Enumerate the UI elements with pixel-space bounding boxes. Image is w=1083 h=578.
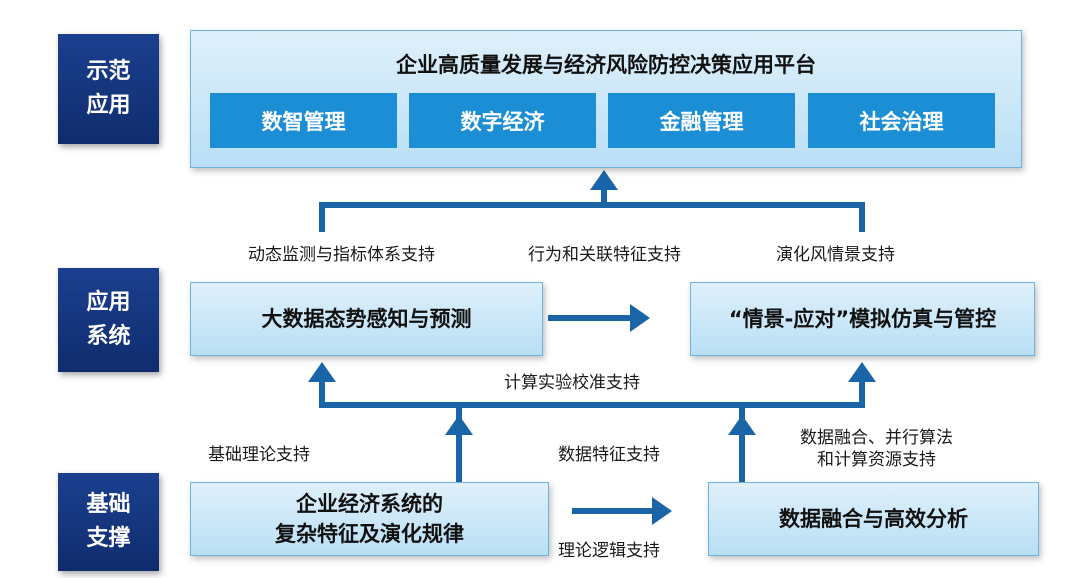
arrowhead-system-horizontal [630,304,650,332]
label-data-features-support: 数据特征支持 [558,445,660,465]
label-behavior-support: 行为和关联特征支持 [528,245,681,265]
foundation-box-complexity-line1: 企业经济系统的 [296,492,443,516]
connector-system-to-platform [319,202,865,232]
layer-tag-system-line1: 应用 [86,290,131,315]
arrowhead-foundation-horizontal [652,497,672,525]
module-social-governance: 社会治理 [808,93,995,148]
arrowhead-left-stem [445,415,473,435]
system-box-simulation: “情景-应对”模拟仿真与管控 [690,282,1035,356]
arrowhead-system-left [308,362,336,382]
layer-tag-application-line1: 示范 [86,59,131,84]
label-scenario-support: 演化风情景支持 [776,245,895,265]
layer-tag-foundation-line2: 支撑 [86,526,131,551]
label-logic-support: 理论逻辑支持 [558,541,660,561]
layer-tag-application-line2: 应用 [86,93,131,118]
layer-tag-application: 示范 应用 [58,34,159,144]
foundation-box-complexity-line2: 复杂特征及演化规律 [275,522,464,546]
layer-tag-system-line2: 系统 [86,324,131,349]
layer-tag-foundation-line1: 基础 [86,492,131,517]
system-box-perception: 大数据态势感知与预测 [190,282,543,356]
label-calibration-support: 计算实验校准支持 [504,373,640,393]
arrowhead-platform [590,170,618,190]
label-monitoring-support: 动态监测与指标体系支持 [248,245,435,265]
platform-title: 企业高质量发展与经济风险防控决策应用平台 [396,53,816,77]
label-fusion-support: 数据融合、并行算法 和计算资源支持 [800,427,953,471]
foundation-box-complexity: 企业经济系统的 复杂特征及演化规律 [190,482,549,556]
foundation-box-fusion: 数据融合与高效分析 [708,482,1039,556]
arrowhead-right-stem [728,415,756,435]
connector-foundation-to-system [319,378,865,408]
module-financial-management: 金融管理 [608,93,795,148]
module-digital-economy: 数字经济 [409,93,596,148]
label-fusion-line1: 数据融合、并行算法 [800,428,953,448]
layer-tag-system: 应用 系统 [58,268,159,372]
label-theory-support: 基础理论支持 [208,445,310,465]
layer-tag-foundation: 基础 支撑 [58,473,159,571]
module-digital-intelligence: 数智管理 [210,93,397,148]
label-fusion-line2: 和计算资源支持 [817,450,936,470]
arrowhead-system-right [848,362,876,382]
